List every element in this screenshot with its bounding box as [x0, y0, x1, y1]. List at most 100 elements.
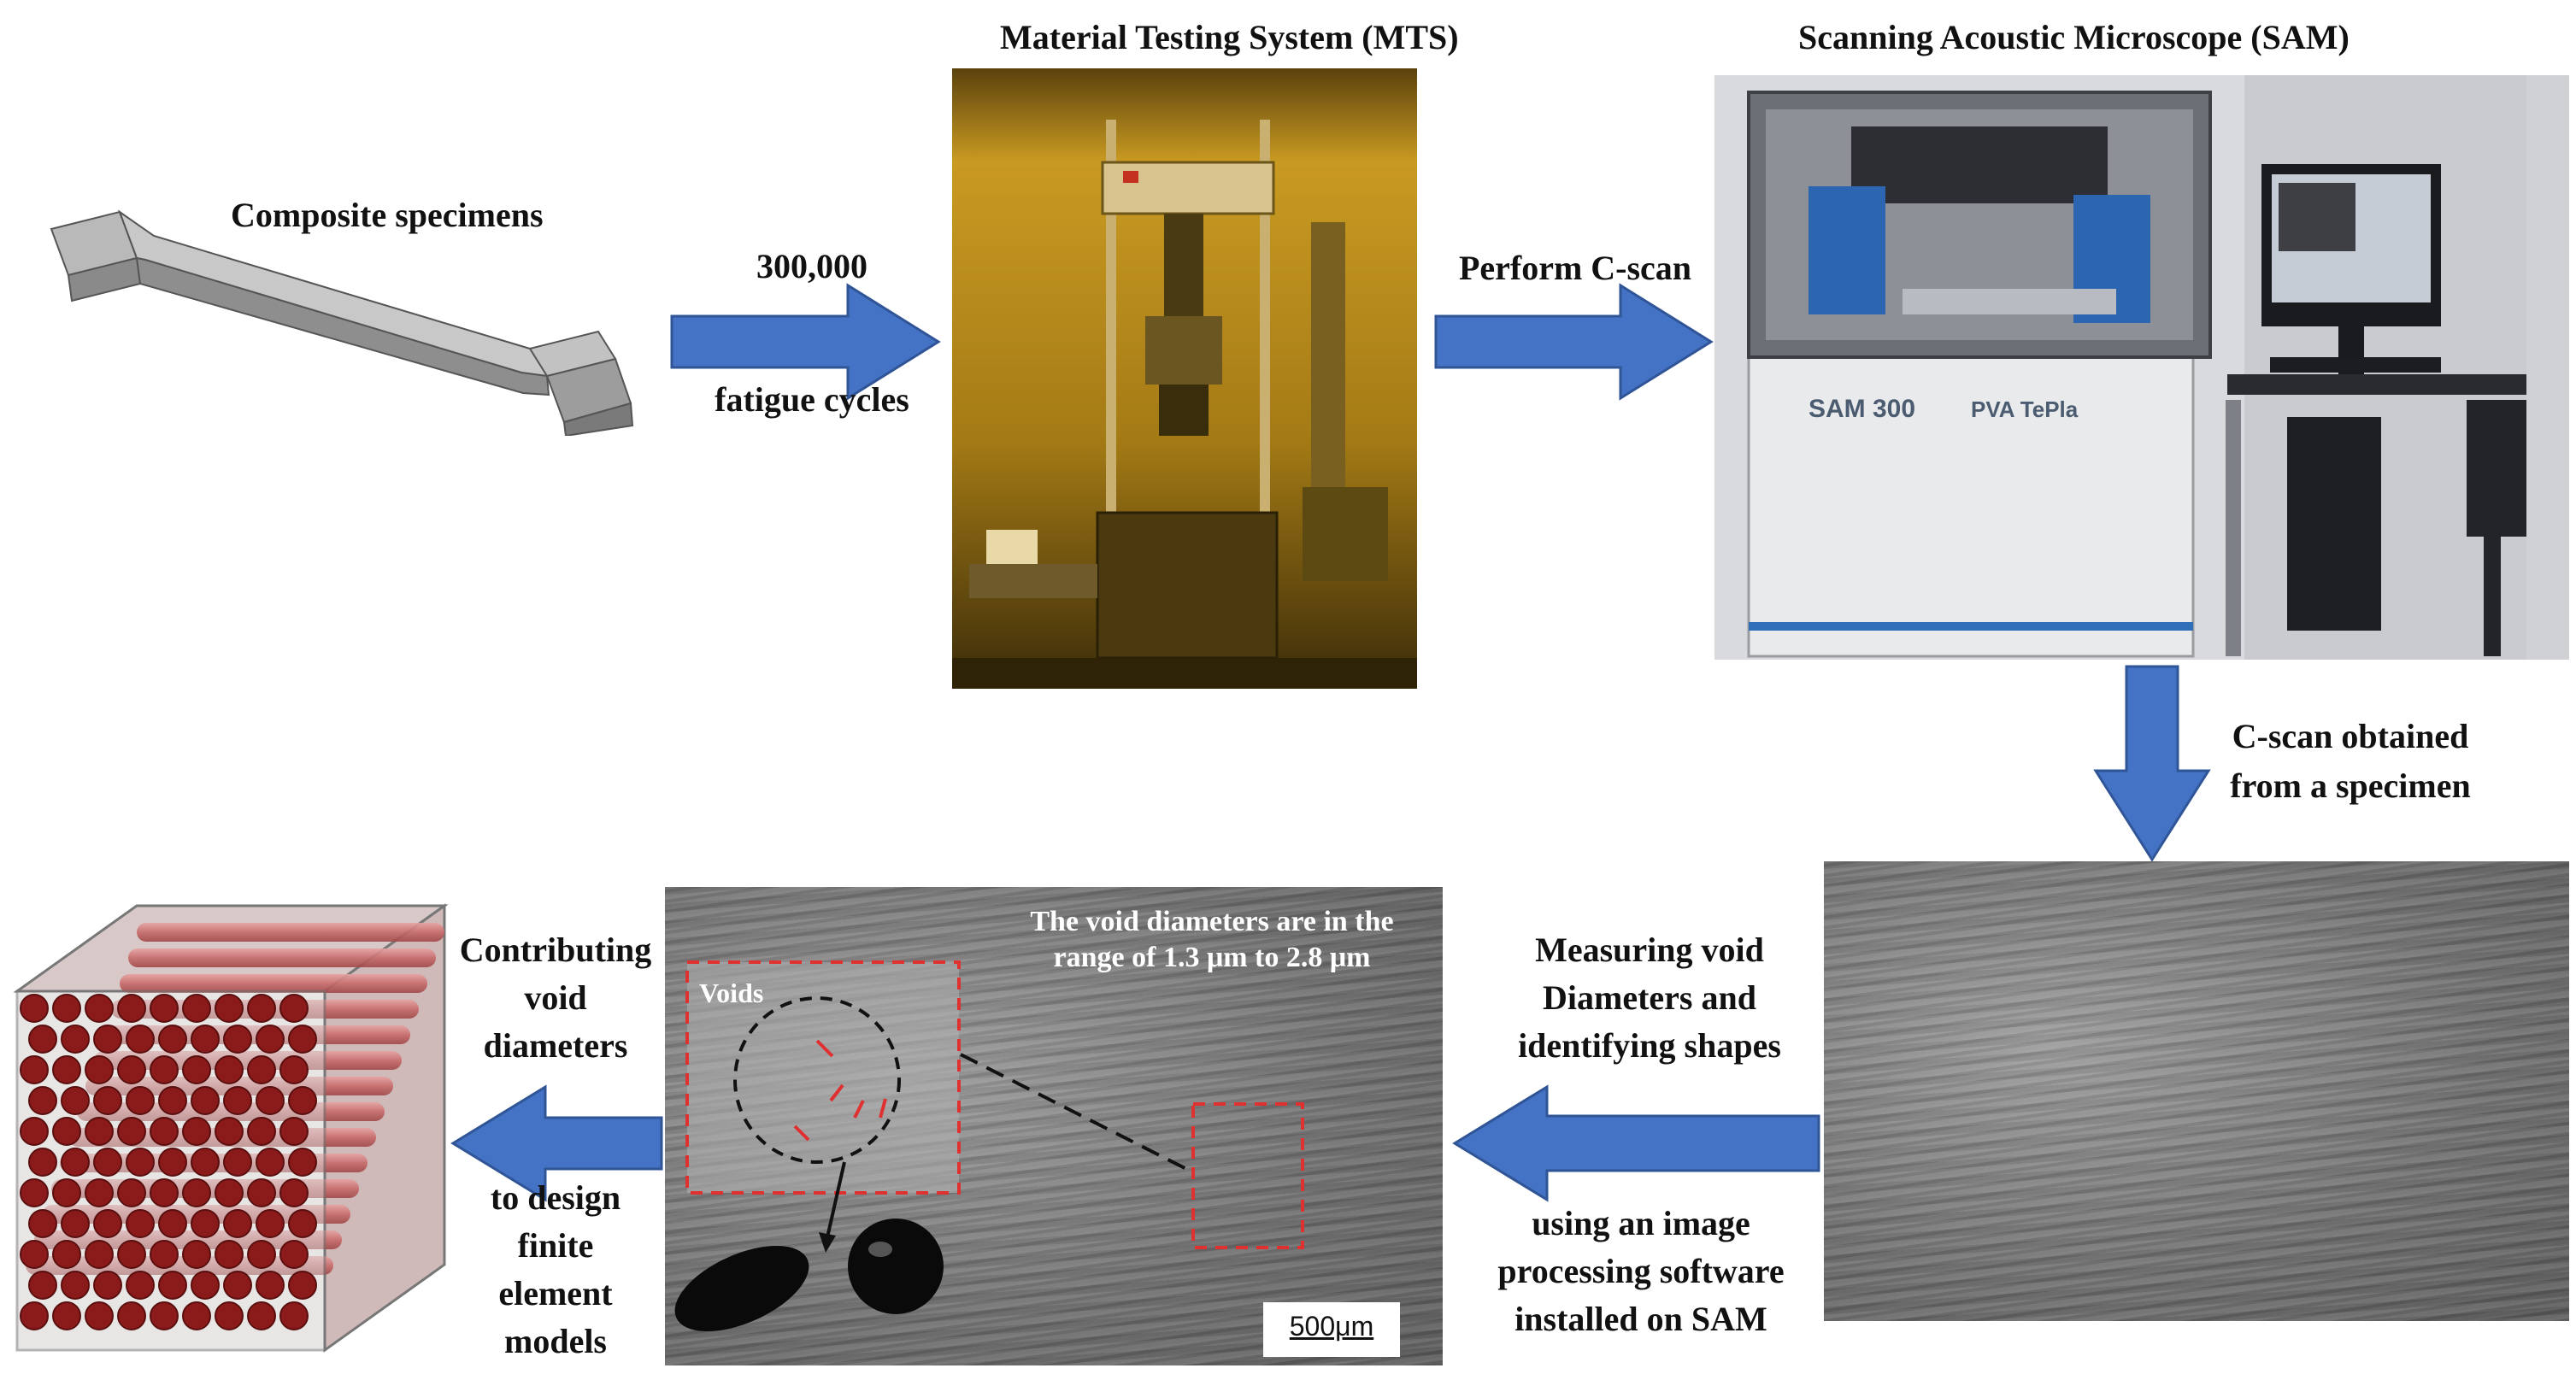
fiber-end — [288, 1271, 317, 1300]
fiber-end — [279, 1178, 309, 1207]
measuring-line1: Measuring void — [1535, 931, 1764, 969]
sam-photo: SAM 300 PVA TePla — [1714, 75, 2569, 660]
fiber-end — [223, 1025, 252, 1054]
design-line1: to design — [490, 1178, 621, 1217]
arrow-to-mts — [670, 283, 941, 401]
sam-brand-text: PVA TePla — [1971, 396, 2079, 422]
voids-label: Voids — [699, 978, 764, 1008]
fiber-end — [85, 1055, 114, 1084]
scale-bar-label: 500μm — [1263, 1302, 1400, 1357]
fiber-end — [52, 1301, 81, 1330]
cycles-count-label: 300,000 — [756, 247, 867, 285]
sam-model-text: SAM 300 — [1808, 395, 1915, 423]
contributing-line2: void — [524, 978, 587, 1017]
cycles-unit-label: fatigue cycles — [715, 380, 909, 419]
fiber-end — [247, 1178, 276, 1207]
fiber-end — [28, 1148, 57, 1177]
cscan-obtained-line2: from a specimen — [2230, 766, 2471, 805]
fiber-rod — [128, 948, 436, 967]
fiber-end — [182, 1055, 211, 1084]
software-line2: processing software — [1497, 1252, 1785, 1290]
design-line4: models — [504, 1322, 607, 1360]
fiber-end — [158, 1148, 187, 1177]
fiber-end — [215, 1117, 244, 1146]
fiber-end — [117, 1240, 146, 1269]
fiber-end — [85, 1178, 114, 1207]
mts-photo — [952, 68, 1417, 689]
fiber-end — [223, 1209, 252, 1238]
fiber-end — [117, 1117, 146, 1146]
cscan-obtained-line1: C-scan obtained — [2232, 717, 2469, 755]
measuring-line3: identifying shapes — [1518, 1026, 1781, 1065]
fiber-end — [191, 1209, 220, 1238]
fiber-end — [61, 1148, 90, 1177]
fiber-end — [182, 1240, 211, 1269]
fiber-end — [288, 1209, 317, 1238]
fiber-end — [61, 1209, 90, 1238]
fiber-end — [93, 1271, 122, 1300]
fiber-end — [247, 1055, 276, 1084]
fiber-end — [150, 1055, 179, 1084]
fiber-end — [288, 1086, 317, 1115]
fiber-end — [61, 1271, 90, 1300]
fiber-end — [182, 994, 211, 1023]
fiber-end — [126, 1271, 155, 1300]
fiber-end — [93, 1148, 122, 1177]
fiber-end — [256, 1209, 285, 1238]
software-line1: using an image — [1532, 1204, 1750, 1242]
fiber-end — [85, 1240, 114, 1269]
fiber-end — [20, 1301, 49, 1330]
fiber-end — [126, 1025, 155, 1054]
fiber-end — [85, 1117, 114, 1146]
fiber-end — [117, 1178, 146, 1207]
software-line3: installed on SAM — [1514, 1300, 1767, 1338]
fiber-end — [215, 1301, 244, 1330]
fiber-end — [288, 1148, 317, 1177]
fiber-end — [182, 1178, 211, 1207]
contributing-line3: diameters — [483, 1026, 628, 1065]
fiber-end — [279, 1117, 309, 1146]
fiber-end — [288, 1025, 317, 1054]
fiber-end — [150, 994, 179, 1023]
measuring-line2: Diameters and — [1543, 978, 1756, 1017]
fiber-end — [61, 1086, 90, 1115]
fiber-end — [28, 1271, 57, 1300]
design-line2: finite — [517, 1226, 594, 1265]
specimens-title: Composite specimens — [231, 196, 544, 234]
fiber-end — [52, 994, 81, 1023]
fiber-end — [256, 1148, 285, 1177]
fiber-end — [215, 1240, 244, 1269]
fiber-end — [158, 1086, 187, 1115]
fiber-end — [279, 1240, 309, 1269]
fiber-end — [256, 1271, 285, 1300]
fiber-end — [247, 1301, 276, 1330]
fiber-end — [52, 1055, 81, 1084]
fiber-end — [28, 1025, 57, 1054]
fiber-rod — [120, 974, 427, 993]
fiber-end — [215, 1055, 244, 1084]
fiber-end — [256, 1025, 285, 1054]
sam-title: Scanning Acoustic Microscope (SAM) — [1798, 18, 2350, 56]
fiber-end — [150, 1240, 179, 1269]
fiber-end — [150, 1178, 179, 1207]
fiber-end — [215, 1178, 244, 1207]
fiber-end — [223, 1148, 252, 1177]
contributing-line1: Contributing — [459, 931, 652, 969]
fiber-end — [52, 1117, 81, 1146]
arrow-to-void-image — [1452, 1084, 1820, 1202]
fiber-end — [256, 1086, 285, 1115]
fiber-end — [158, 1271, 187, 1300]
fiber-end — [191, 1086, 220, 1115]
fiber-end — [279, 1055, 309, 1084]
fiber-end — [191, 1148, 220, 1177]
fiber-end — [191, 1025, 220, 1054]
fiber-end — [158, 1209, 187, 1238]
fiber-end — [158, 1025, 187, 1054]
fiber-end — [117, 1301, 146, 1330]
fiber-end — [20, 1178, 49, 1207]
fiber-end — [182, 1117, 211, 1146]
fiber-end — [117, 1055, 146, 1084]
void-note-line1: The void diameters are in the — [1030, 906, 1394, 937]
fiber-end — [191, 1271, 220, 1300]
fiber-end — [126, 1148, 155, 1177]
